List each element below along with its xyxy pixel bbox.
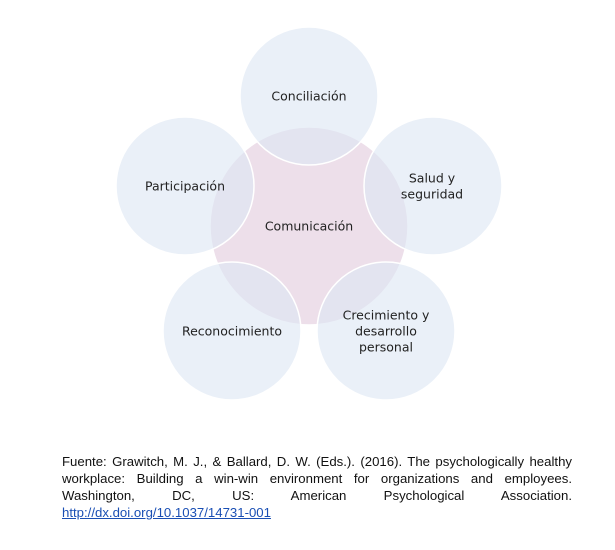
node-label-conciliacion-line: Conciliación	[271, 89, 346, 104]
outer-circle-crecimiento-desarrollo	[316, 261, 456, 401]
center-label-comunicacion-line: Comunicación	[265, 219, 353, 234]
center-label-comunicacion: Comunicación	[265, 219, 353, 234]
node-label-reconocimiento: Reconocimiento	[182, 324, 282, 339]
outer-circle-conciliacion	[239, 26, 379, 166]
node-label-conciliacion: Conciliación	[271, 89, 346, 104]
node-label-salud-seguridad-line: seguridad	[401, 187, 463, 202]
node-label-participacion: Participación	[145, 179, 225, 194]
outer-circle-reconocimiento	[162, 261, 302, 401]
source-text: Fuente: Grawitch, M. J., & Ballard, D. W…	[62, 454, 572, 503]
node-label-crecimiento-desarrollo-line: Crecimiento y	[343, 308, 430, 323]
source-citation: Fuente: Grawitch, M. J., & Ballard, D. W…	[62, 453, 572, 521]
node-label-salud-seguridad-line: Salud y	[409, 171, 456, 186]
node-label-reconocimiento-line: Reconocimiento	[182, 324, 282, 339]
node-label-participacion-line: Participación	[145, 179, 225, 194]
node-label-crecimiento-desarrollo-line: personal	[359, 340, 413, 355]
source-doi-link[interactable]: http://dx.doi.org/10.1037/14731-001	[62, 505, 271, 520]
outer-circle-salud-seguridad	[363, 116, 503, 256]
node-label-crecimiento-desarrollo-line: desarrollo	[355, 324, 417, 339]
outer-circle-participacion	[115, 116, 255, 256]
